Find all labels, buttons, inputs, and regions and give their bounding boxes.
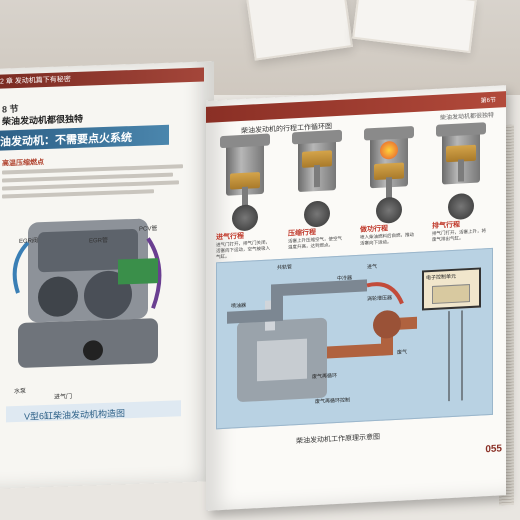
ecu-label: 电子控制单元 — [426, 273, 457, 282]
working-principle-diagram: 电子控制单元 共轨管 喷油器 涡轮增压器 中冷器 废气再循环 废气 进气 废气再… — [216, 247, 493, 430]
engine-caption: V型6缸柴油发动机构造图 — [24, 408, 126, 422]
left-page: 2 章 发动机篇下有秘密 8 节 柴油发动机都很独特 油发动机：不需要点火系统 … — [0, 61, 214, 489]
stroke-figure — [214, 133, 276, 236]
diagram-label: 共轨管 — [277, 264, 293, 272]
stroke-figure — [430, 122, 492, 225]
engine-label: 水泵 — [14, 388, 27, 396]
diagram-label: 废气再循环 — [312, 372, 338, 381]
stroke-figure — [286, 129, 348, 232]
diagram-label: 废气 — [397, 349, 408, 356]
page-number: 055 — [485, 443, 502, 456]
stroke-description: 排气门打开，活塞上升，将废气排出气缸。 — [432, 228, 486, 243]
subheading: 高温压缩燃点 — [2, 159, 44, 168]
section-title: 柴油发动机都很独特 — [2, 113, 84, 127]
heading-banner: 油发动机：不需要点火系统 — [0, 124, 169, 151]
stroke-description: 进气门打开，排气门关闭，活塞向下运动，空气被吸入气缸。 — [216, 239, 270, 260]
diagram-label: 涡轮增压器 — [367, 295, 393, 303]
engine-label: PCV管 — [139, 226, 158, 233]
ecu-box: 电子控制单元 — [422, 267, 481, 311]
ecu-screen — [432, 284, 470, 305]
stroke-description: 活塞上升压缩空气，使空气温度升高，达到燃点。 — [288, 235, 342, 250]
engine-label: 进气门 — [54, 394, 73, 401]
open-book: 2 章 发动机篇下有秘密 8 节 柴油发动机都很独特 油发动机：不需要点火系统 … — [0, 55, 520, 520]
diagram-label: 喷油器 — [231, 302, 247, 310]
section-subtitle: 柴油发动机都很独特 — [439, 112, 494, 122]
engine-label: EGR管 — [89, 237, 109, 245]
stroke-figure — [358, 125, 420, 229]
stroke-description: 喷入柴油燃料后自燃，推动活塞向下运动。 — [360, 231, 414, 246]
heading-text: 油发动机：不需要点火系统 — [0, 132, 132, 149]
engine-label: EGR阀 — [19, 238, 39, 245]
diagram-label: 中冷器 — [337, 275, 353, 282]
right-page: 第6节 柴油发动机都很独特 柴油发动机的行程工作循环图 进气行程 压缩行程 做 — [206, 85, 506, 511]
body-text — [2, 164, 192, 203]
diagram-caption: 柴油发动机工作原理示意图 — [296, 433, 380, 446]
engine-illustration — [12, 218, 162, 368]
diagram-label: 进气 — [367, 263, 378, 271]
diagram-drawing — [227, 279, 463, 402]
section-tag: 第6节 — [480, 97, 496, 105]
stroke-cycle-figures: 进气行程 压缩行程 做功行程 排气行程 进气门打开，排气门关闭，活塞向下运动，空… — [214, 122, 499, 260]
